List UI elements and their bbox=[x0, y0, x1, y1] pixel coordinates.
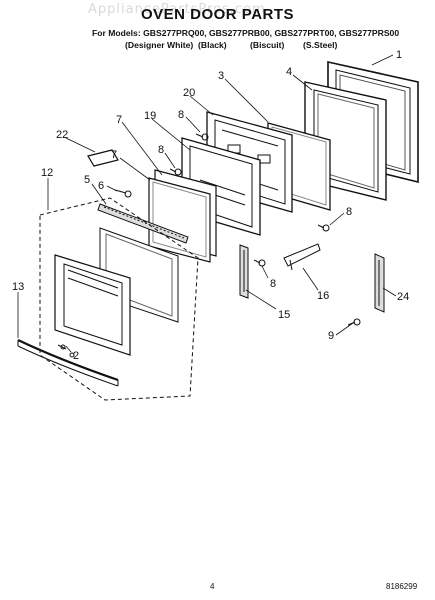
callout-9: 9 bbox=[328, 330, 334, 342]
part-hinge-right bbox=[374, 253, 385, 313]
part-plate bbox=[87, 149, 119, 167]
callout-7a: 7 bbox=[116, 114, 122, 126]
callout-8b: 8 bbox=[158, 144, 164, 156]
variant-s-steel: (S.Steel) bbox=[303, 40, 338, 50]
callout-19: 19 bbox=[144, 110, 156, 122]
callout-5: 5 bbox=[84, 174, 90, 186]
part-screw-8c bbox=[317, 224, 330, 232]
callout-6: 6 bbox=[98, 180, 104, 192]
callout-20: 20 bbox=[183, 87, 195, 99]
callout-8a: 8 bbox=[178, 109, 184, 121]
callout-12: 12 bbox=[41, 167, 53, 179]
callout-7b: 7 bbox=[111, 149, 117, 161]
part-outer-door-assembly bbox=[39, 197, 199, 401]
callout-24: 24 bbox=[397, 291, 409, 303]
callout-15: 15 bbox=[278, 309, 290, 321]
variant-biscuit: (Biscuit) bbox=[250, 40, 285, 50]
watermark-text: AppliancePartsPros.com bbox=[88, 2, 266, 17]
callout-8c: 8 bbox=[346, 206, 352, 218]
callout-2: 2 bbox=[73, 350, 79, 362]
part-hinge-left bbox=[239, 244, 249, 299]
page-number: 4 bbox=[210, 582, 215, 591]
callout-22: 22 bbox=[56, 129, 68, 141]
callout-4: 4 bbox=[286, 66, 292, 78]
part-door-handle bbox=[17, 339, 119, 387]
part-bracket bbox=[283, 243, 321, 271]
callout-16: 16 bbox=[317, 290, 329, 302]
part-screw-9 bbox=[347, 318, 361, 326]
part-screws-2 bbox=[57, 344, 75, 358]
variant-black: (Black) bbox=[198, 40, 227, 50]
part-screw-8b bbox=[169, 168, 182, 176]
part-screw-8d bbox=[253, 259, 266, 267]
callout-1: 1 bbox=[396, 49, 402, 61]
callout-13: 13 bbox=[12, 281, 24, 293]
callout-8d: 8 bbox=[270, 278, 276, 290]
part-vent-strip bbox=[97, 203, 189, 244]
part-screw-6 bbox=[114, 189, 132, 198]
variant-designer-white: (Designer White) bbox=[125, 40, 194, 50]
part-screw-8a bbox=[195, 133, 209, 141]
part-door-panel bbox=[54, 227, 179, 356]
callout-3: 3 bbox=[218, 70, 224, 82]
part-inner-glass bbox=[148, 169, 217, 263]
page-title: OVEN DOOR PARTS bbox=[140, 6, 295, 23]
models-line: For Models: GBS277PRQ00, GBS277PRB00, GB… bbox=[92, 28, 400, 38]
document-number: 8186299 bbox=[386, 582, 418, 591]
